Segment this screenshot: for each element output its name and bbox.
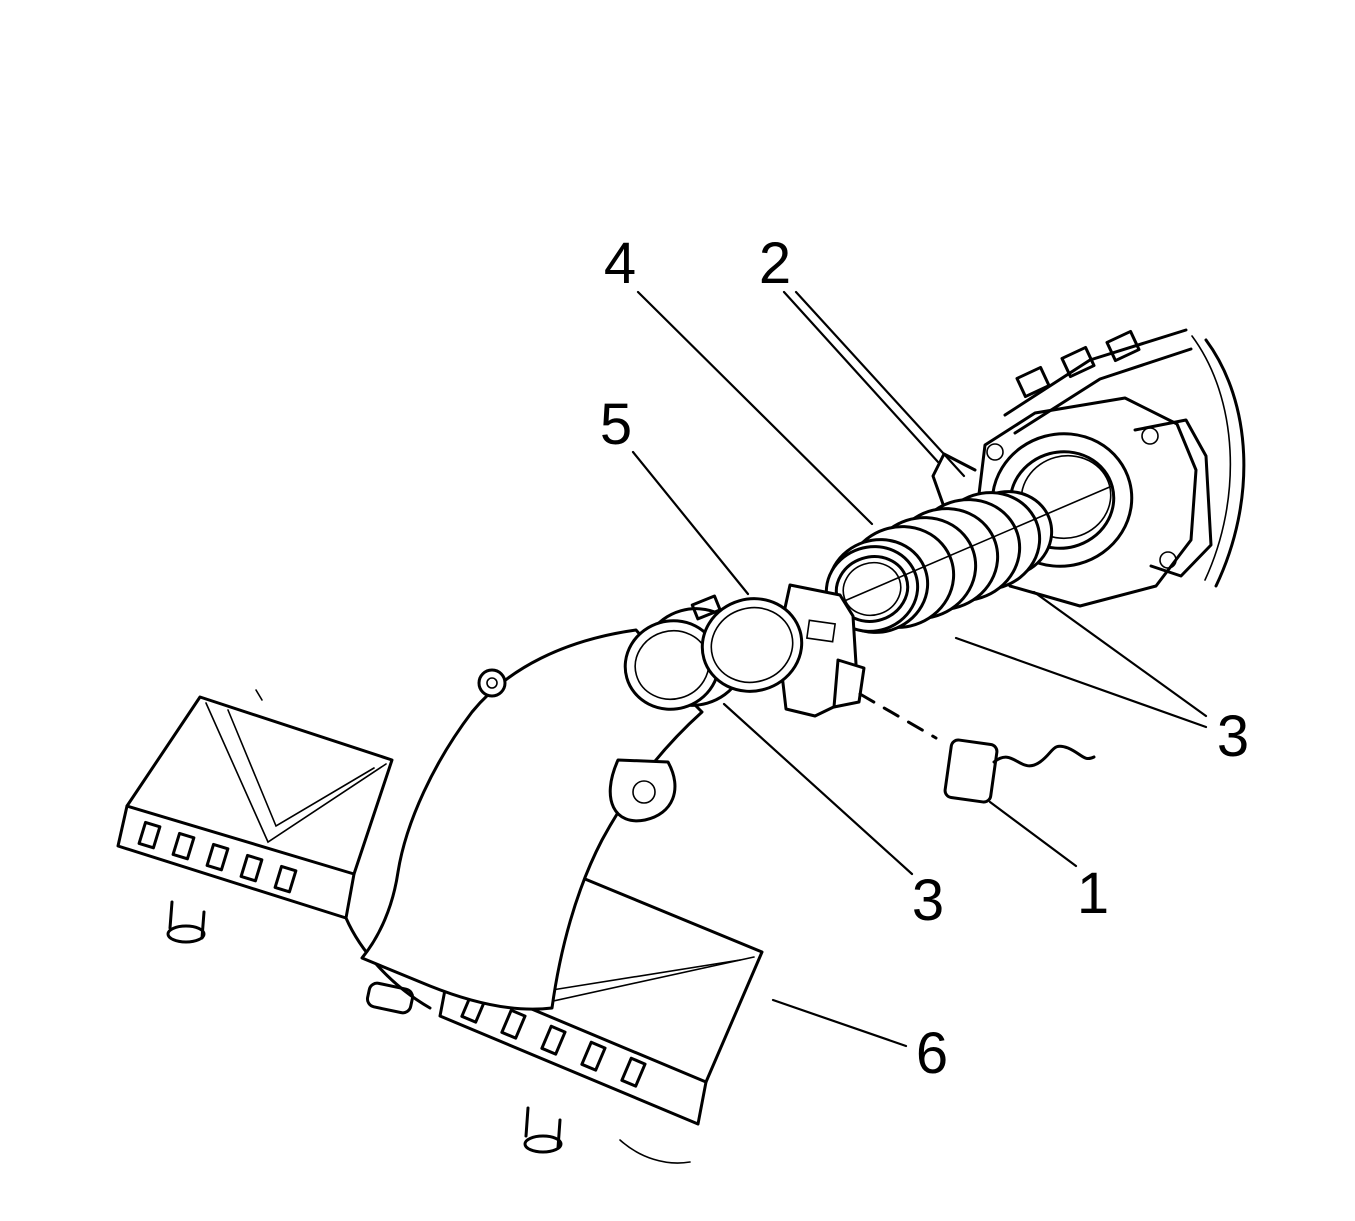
maf-sensor-drawing (691, 585, 864, 716)
electrical-connector-drawing (860, 694, 1094, 803)
callout-label-3-right: 3 (1216, 704, 1250, 769)
callout-label-2: 2 (758, 231, 792, 296)
callout-label-4: 4 (603, 231, 637, 296)
callout-label-6: 6 (915, 1021, 949, 1086)
callout-leader-lines (633, 292, 1206, 1046)
callout-label-3-lower: 3 (911, 868, 945, 933)
callout-label-5: 5 (599, 392, 633, 457)
callout-label-1: 1 (1076, 861, 1110, 926)
